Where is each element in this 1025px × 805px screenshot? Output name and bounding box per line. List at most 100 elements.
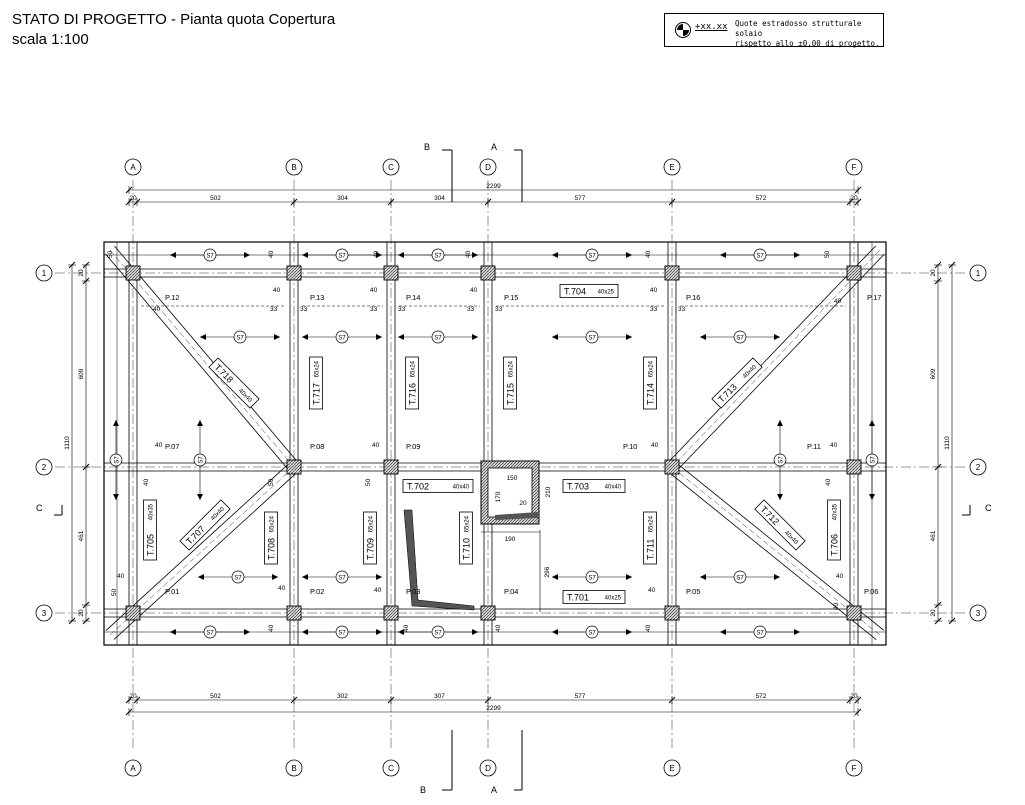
slab-arrow-icon xyxy=(302,252,308,258)
local-dim-28: 40 xyxy=(836,573,844,580)
beam-T705-size: 40x35 xyxy=(149,503,155,520)
slab-tag-group: S7 xyxy=(700,570,780,584)
slab-tag-text: S7 xyxy=(756,254,764,260)
axis-bubble-top-C: C xyxy=(388,163,394,172)
axis-bubble-top-F-circle xyxy=(845,158,863,176)
dim-left-slash xyxy=(82,601,90,609)
slab-arrow-icon xyxy=(626,252,632,258)
dim-top-total-slash xyxy=(854,186,862,194)
slab-tag-group: S7 xyxy=(552,248,632,262)
lift-shaft-inner xyxy=(487,467,533,518)
axis-bubble-right-1-circle xyxy=(969,264,987,282)
slab-tag-group: S7 xyxy=(198,570,278,584)
local-dim-14: 33 xyxy=(495,306,503,313)
local-dim-17: 40 xyxy=(834,298,842,305)
slab-tag-circle xyxy=(431,625,445,639)
dim-left-slash xyxy=(82,261,90,269)
local-dim-4: 50 xyxy=(824,250,831,258)
axis-bubble-bottom-A-circle xyxy=(124,759,142,777)
beam-T704-text: T.704 xyxy=(564,287,586,297)
axis-bubble-bottom-E-circle xyxy=(663,759,681,777)
slab-arrow-icon xyxy=(113,420,119,426)
pillar-12 xyxy=(125,605,141,621)
slab-tag-group: S7 xyxy=(193,420,207,500)
slab-tag-circle xyxy=(773,453,787,467)
dim-left-value: 20 xyxy=(78,269,85,277)
dim-bottom-slash xyxy=(290,696,298,704)
beam-T711-text: T.711 xyxy=(646,539,656,560)
beam-T705-text: T.705 xyxy=(146,534,156,556)
axis-bubble-left-1: 1 xyxy=(42,269,47,278)
hip-beam-axis xyxy=(109,249,295,468)
dim-left-slash xyxy=(82,463,90,471)
slab-arrow-icon xyxy=(869,494,875,500)
slab-tag-text: S7 xyxy=(434,254,442,260)
title-scale: scala 1:100 xyxy=(12,31,89,48)
axis-bubble-bottom-D-circle xyxy=(479,759,497,777)
slab-tag-group: S7 xyxy=(398,330,478,344)
dim-bottom-value: 20 xyxy=(850,693,858,700)
axis-bubble-left-2-circle xyxy=(35,458,53,476)
local-dim-34: 40 xyxy=(495,624,502,632)
dim-right-value: 609 xyxy=(930,368,937,379)
local-dim-30: 40 xyxy=(648,587,656,594)
slab-tag-group: S7 xyxy=(552,625,632,639)
slab-tag-circle xyxy=(335,330,349,344)
beam-T714-text: T.714 xyxy=(646,383,656,405)
local-dim-19: 40 xyxy=(155,442,163,449)
beam-T713-box xyxy=(711,357,763,409)
slab-arrow-icon xyxy=(626,574,632,580)
dim-left-total-value: 1110 xyxy=(64,436,71,450)
slab-tag-circle xyxy=(865,453,879,467)
axis-bubble-bottom-C-circle xyxy=(382,759,400,777)
pillar-17 xyxy=(846,605,862,621)
hip-beam-axis xyxy=(109,466,295,636)
slab-tag-text: S7 xyxy=(338,631,346,637)
dim-bottom-value: 307 xyxy=(434,693,445,700)
slab-tag-circle xyxy=(203,248,217,262)
dim-bottom-value: 572 xyxy=(756,693,767,700)
stair-wedge xyxy=(403,509,475,611)
slab-tag-group: S7 xyxy=(720,625,800,639)
slab-arrow-icon xyxy=(720,629,726,635)
pillar-label-P.01: P.01 xyxy=(165,587,179,596)
dim-right-value: 20 xyxy=(930,269,937,277)
hip-beam-edge xyxy=(105,253,290,472)
slab-tag-text: S7 xyxy=(588,576,596,582)
axis-bubble-top-D-circle xyxy=(479,158,497,176)
dim-top-slash xyxy=(387,198,395,206)
slab-arrow-icon xyxy=(700,334,706,340)
beam-T704-size: 40x25 xyxy=(598,290,615,296)
dim-bottom-value: 577 xyxy=(575,693,586,700)
dim-top-value: 304 xyxy=(434,195,445,202)
local-dim-35: 40 xyxy=(645,624,652,632)
pillar-label-P.02: P.02 xyxy=(310,587,324,596)
drawing-title: STATO DI PROGETTO - Pianta quota Copertu… xyxy=(12,10,335,50)
slab-arrow-icon xyxy=(626,629,632,635)
beam-T703-size: 40x40 xyxy=(605,485,622,491)
slab-tag-group: S7 xyxy=(109,420,123,500)
slab-arrow-icon xyxy=(700,574,706,580)
beam-T706-text: T.706 xyxy=(830,534,840,556)
slab-tag-circle xyxy=(431,248,445,262)
local-dim-22: 40 xyxy=(830,442,838,449)
dim-top-slash xyxy=(125,198,133,206)
beam-T706-box xyxy=(827,499,841,561)
pillar-label-P.11: P.11 xyxy=(807,442,821,451)
slab-arrow-icon xyxy=(376,574,382,580)
beam-T709-text: T.709 xyxy=(366,538,376,560)
slab-tag-group: S7 xyxy=(865,420,879,500)
slab-tag-circle xyxy=(109,453,123,467)
local-dim-37: 50 xyxy=(107,250,114,258)
dim-top-total-value: 2299 xyxy=(486,183,501,190)
shaft-dim-210: 210 xyxy=(545,486,552,497)
slab-tag-circle xyxy=(233,330,247,344)
section-A-top: A xyxy=(491,142,497,152)
local-dim-11: 33 xyxy=(370,306,378,313)
pillar-label-P.13: P.13 xyxy=(310,293,324,302)
